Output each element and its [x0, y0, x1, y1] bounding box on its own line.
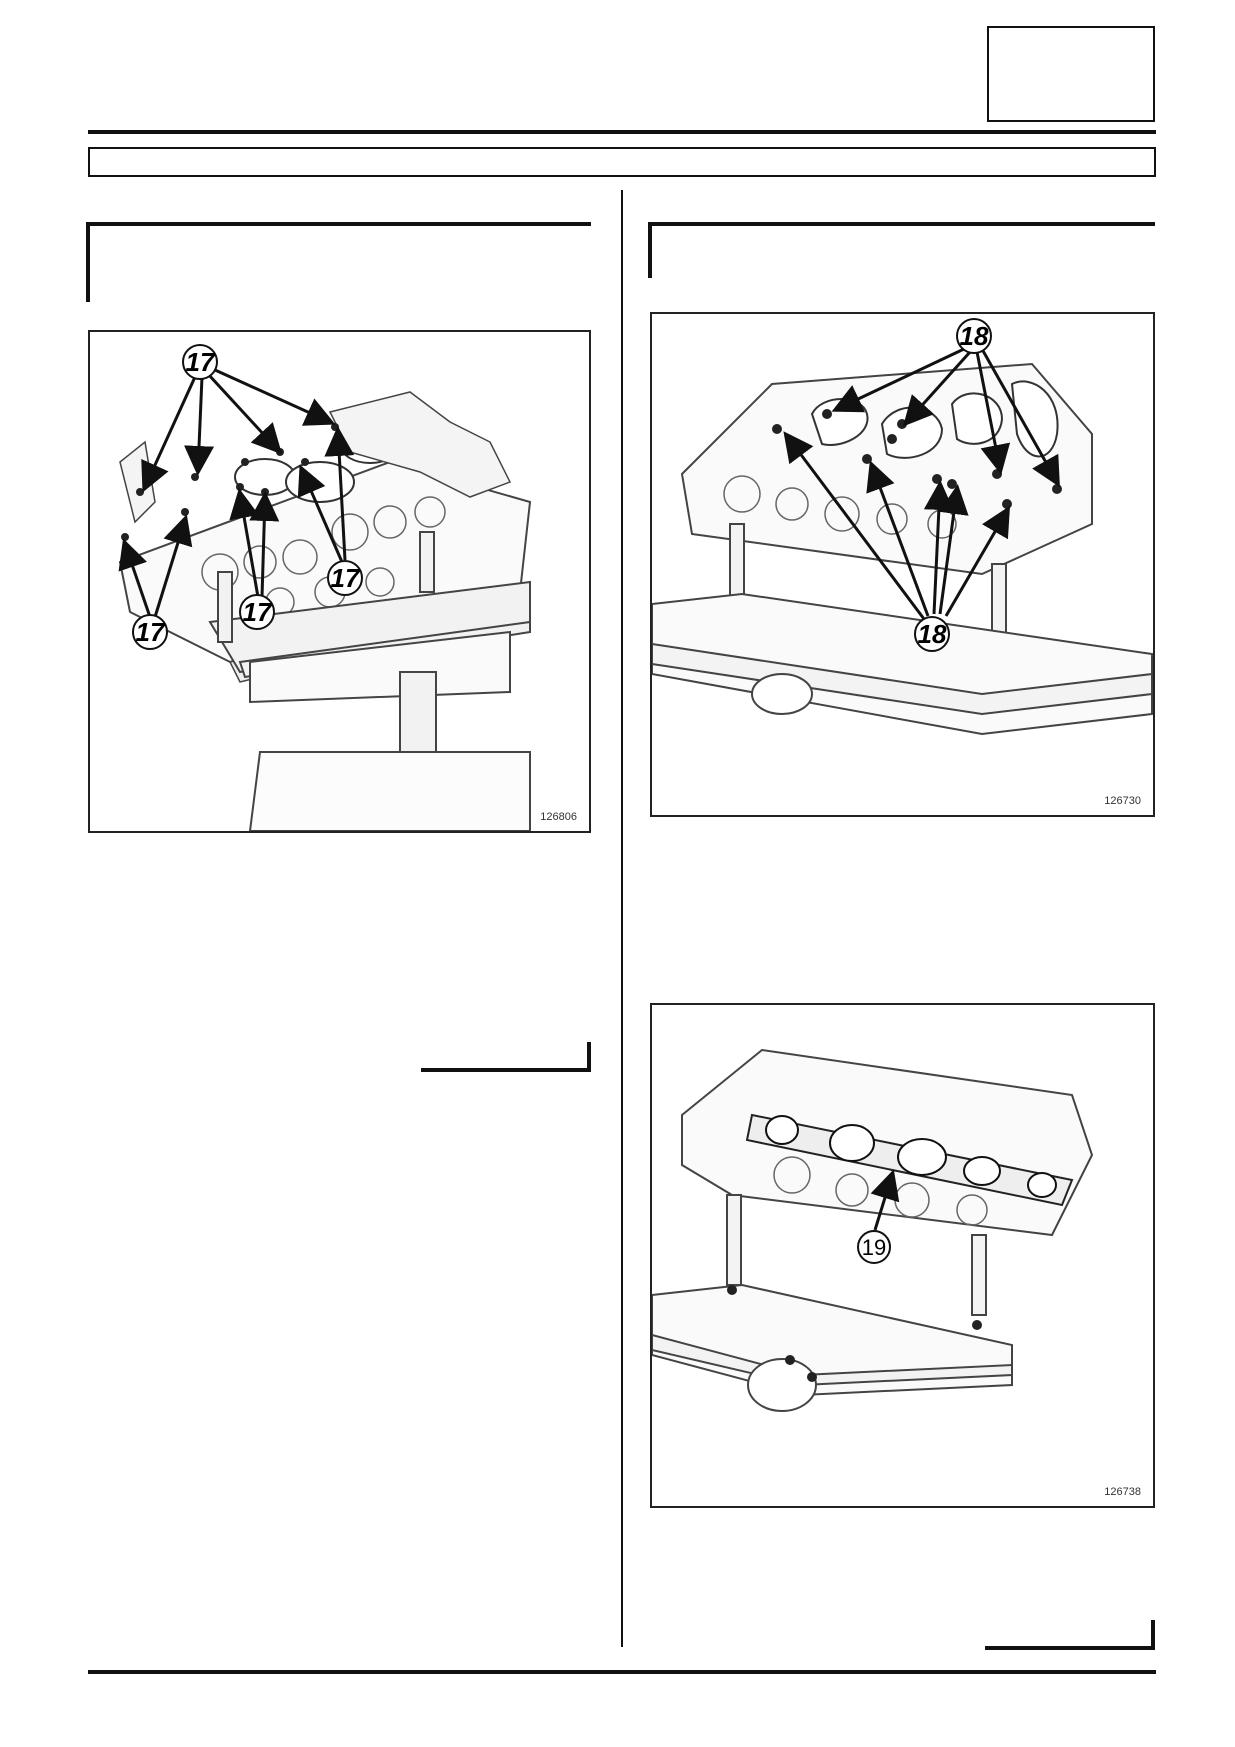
figure-number: 126730	[1104, 795, 1141, 807]
left-heading-bracket-top	[86, 222, 591, 226]
figure-1-illustration: 17 17 17 17	[118, 344, 532, 831]
figure-exhaust-gasket-19: 19 126738	[650, 1003, 1155, 1508]
left-section-end-bracket-side	[587, 1042, 591, 1072]
figure-number: 126806	[540, 811, 577, 823]
header-rule	[88, 130, 1156, 134]
figure-3-illustration: 19	[652, 1048, 1094, 1412]
right-section-end-bracket-side	[1151, 1620, 1155, 1650]
column-divider	[621, 190, 623, 1647]
figure-2-illustration: 18 18	[652, 318, 1153, 736]
callout-19: 19	[862, 1235, 886, 1260]
section-title-bar	[88, 147, 1156, 177]
right-section-end-bracket-bottom	[985, 1646, 1155, 1650]
left-section-end-bracket-bottom	[421, 1068, 591, 1072]
right-heading-bracket-top	[648, 222, 1155, 226]
left-heading-bracket-side	[86, 222, 90, 302]
right-heading-bracket-side	[648, 222, 652, 278]
callout-18-top: 18	[960, 321, 989, 351]
callout-17-middle: 17	[243, 597, 273, 627]
callout-17-top: 17	[186, 347, 216, 377]
callout-17-left: 17	[136, 617, 166, 647]
figure-exhaust-manifold-nuts-18: 18 18 126730	[650, 312, 1155, 817]
callout-17-right: 17	[331, 563, 361, 593]
footer-rule	[88, 1670, 1156, 1674]
callout-18-bottom: 18	[918, 619, 947, 649]
figure-cylinder-head-bolts-17: 17 17 17 17 126806	[88, 330, 591, 833]
figure-number: 126738	[1104, 1486, 1141, 1498]
page-reference-box	[987, 26, 1155, 122]
